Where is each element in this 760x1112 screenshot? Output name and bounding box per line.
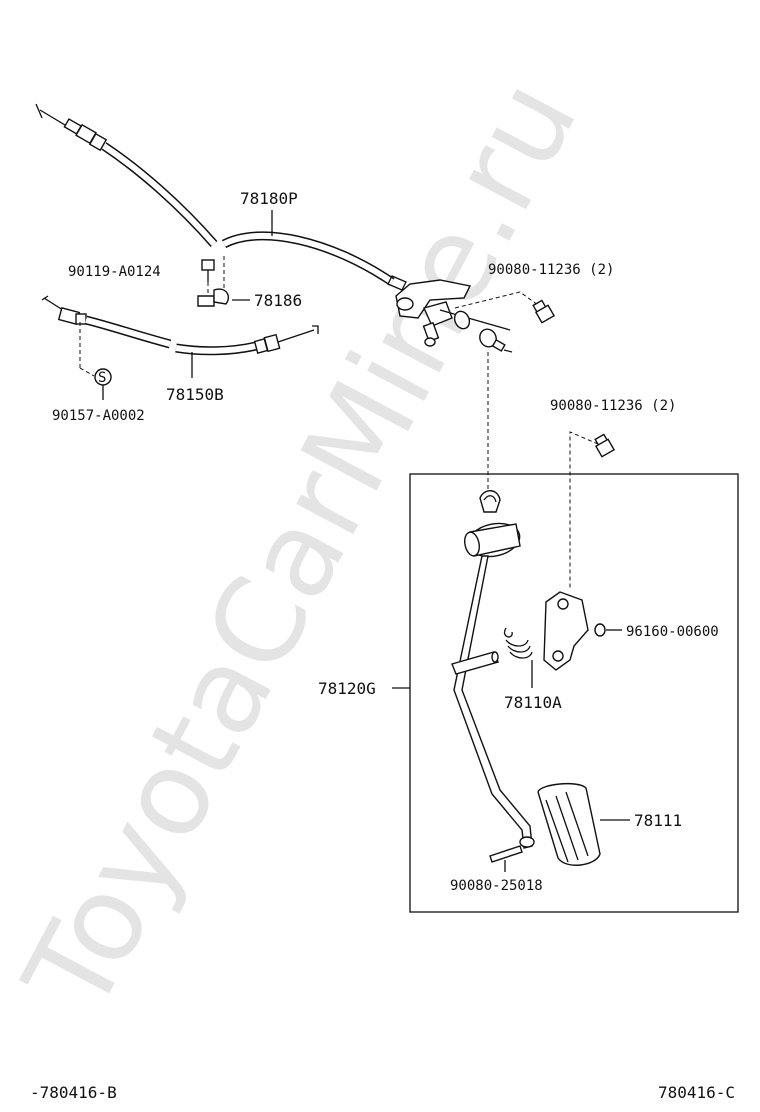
pedal-pad (537, 782, 630, 866)
label-90157-a0002: 90157-A0002 (52, 408, 145, 424)
cable-bracket (395, 279, 513, 353)
pedal-assembly-box (409, 473, 739, 913)
label-90080-25018: 90080-25018 (450, 878, 543, 894)
cable-clamp (197, 288, 250, 307)
accelerator-pedal-arm (451, 490, 535, 849)
label-78180p: 78180P (240, 189, 298, 208)
label-90080-11236-top: 90080-11236 (2) (488, 262, 614, 278)
accelerator-cable-upper (35, 103, 407, 291)
label-78150b: 78150B (166, 385, 224, 404)
bolt-top-right (454, 291, 556, 324)
return-spring (503, 627, 533, 688)
label-78110a: 78110A (504, 693, 562, 712)
grommet: S (79, 322, 112, 400)
accelerator-cable-lower (41, 295, 319, 356)
label-90119-a0124: 90119-A0124 (68, 264, 161, 280)
label-96160-00600: 96160-00600 (626, 624, 719, 640)
bolt-bracket (569, 431, 616, 590)
label-78120g: 78120G (318, 679, 376, 698)
nut (594, 623, 622, 637)
pin (489, 845, 523, 872)
grommet-symbol: S (98, 370, 106, 386)
footer-code-left: -780416-B (30, 1083, 117, 1102)
pedal-bracket (543, 591, 589, 671)
bolt-clamp (201, 256, 225, 296)
label-78186: 78186 (254, 291, 302, 310)
label-90080-11236-bracket: 90080-11236 (2) (550, 398, 676, 414)
footer-code-right: 780416-C (658, 1083, 735, 1102)
label-78111: 78111 (634, 811, 682, 830)
